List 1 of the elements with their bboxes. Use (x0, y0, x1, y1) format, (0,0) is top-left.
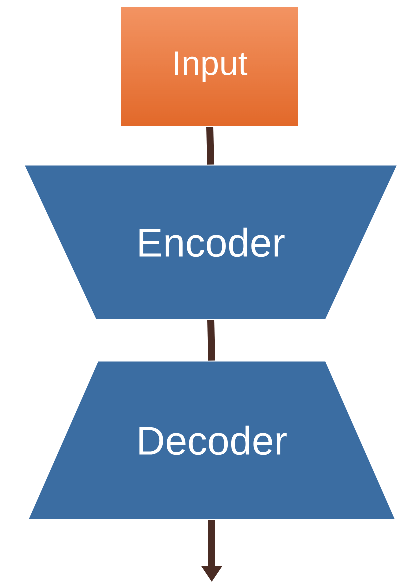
input-box: Input (120, 6, 300, 128)
